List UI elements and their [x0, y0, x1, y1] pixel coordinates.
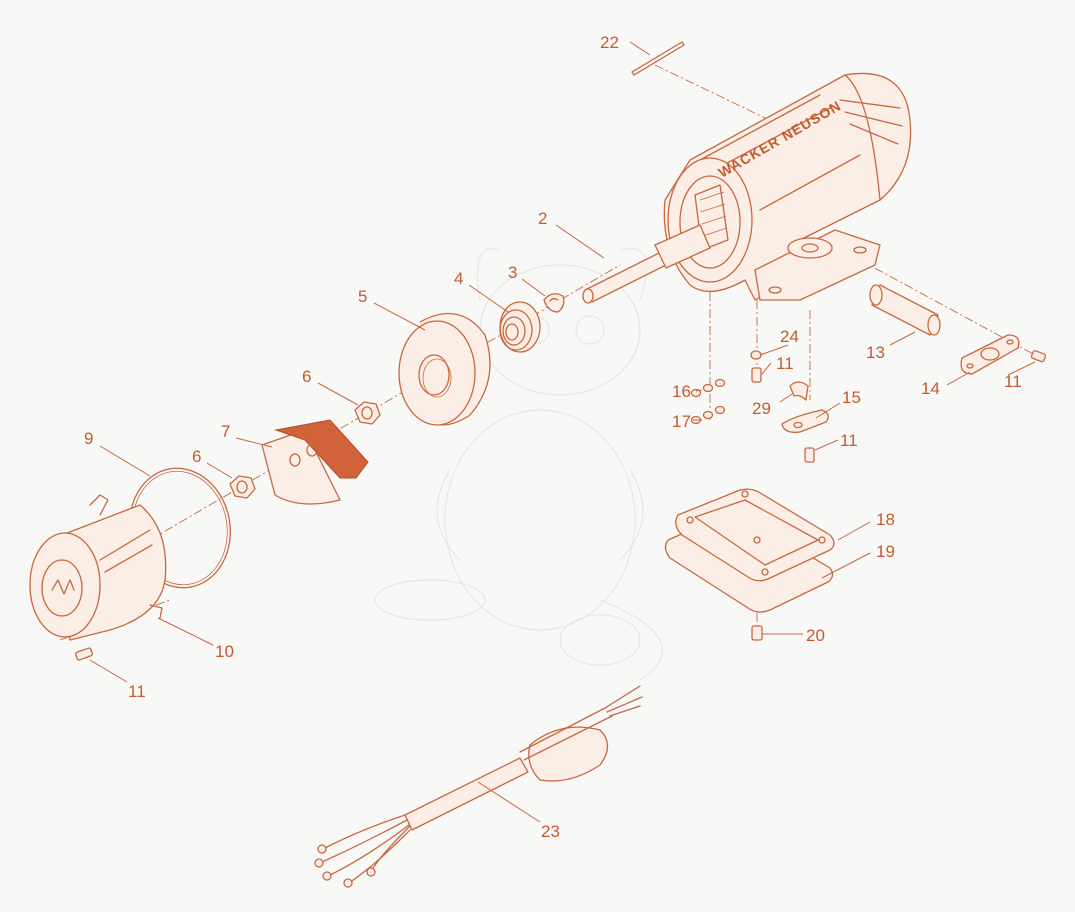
part-6-nut-lower — [229, 475, 256, 499]
callout-7: 7 — [221, 422, 230, 441]
part-17-washers — [690, 405, 726, 425]
part-4-bearing — [499, 301, 541, 353]
callout-2: 2 — [538, 209, 547, 228]
part-14-flange — [960, 334, 1020, 375]
callout-labels: 22 2 3 4 5 6 6 7 9 10 11 11 11 11 13 14 … — [84, 33, 1022, 841]
part-18-gasket — [675, 488, 835, 582]
callout-19: 19 — [876, 542, 895, 561]
callout-11-foot: 11 — [776, 354, 794, 373]
part-23-cable — [314, 685, 643, 888]
callout-11-flange: 11 — [1004, 372, 1022, 391]
callout-9: 9 — [84, 429, 93, 448]
dragon-watermark — [374, 248, 664, 681]
callout-22: 22 — [600, 33, 619, 52]
part-15-clamp — [781, 409, 829, 433]
part-24-washer — [750, 350, 762, 360]
part-2-rotor-shaft — [582, 224, 711, 304]
callout-29: 29 — [752, 399, 771, 418]
part-7-weight — [261, 419, 369, 505]
callout-13: 13 — [866, 343, 885, 362]
callout-23: 23 — [541, 822, 560, 841]
callout-6-lower: 6 — [192, 447, 201, 466]
part-6-nut-upper — [354, 401, 381, 425]
part-5-disc — [398, 312, 491, 426]
part-11-screw-foot — [751, 367, 762, 383]
part-11-screw-flange — [1030, 350, 1047, 363]
motor-housing: WACKER NEUSON — [663, 72, 912, 301]
part-3-key — [543, 293, 565, 313]
part-11-screw-cap — [75, 647, 93, 661]
callout-15: 15 — [842, 388, 861, 407]
callout-24: 24 — [780, 327, 799, 346]
callout-3: 3 — [508, 263, 517, 282]
callout-16: 16 — [672, 382, 691, 401]
callout-11-clamp: 11 — [840, 431, 858, 450]
part-20-screw — [751, 625, 763, 641]
part-11-screw-clamp — [804, 447, 815, 463]
part-22-shim — [631, 41, 685, 76]
callout-10: 10 — [215, 642, 234, 661]
callout-20: 20 — [806, 626, 825, 645]
callout-4: 4 — [454, 269, 463, 288]
callout-5: 5 — [358, 287, 367, 306]
part-13-sleeve — [869, 284, 941, 336]
callout-6-upper: 6 — [302, 367, 311, 386]
leader-lines — [89, 41, 1036, 823]
callout-14: 14 — [921, 379, 940, 398]
callout-11-cap: 11 — [128, 682, 146, 701]
callout-17: 17 — [672, 412, 691, 431]
part-10-end-cap — [29, 494, 167, 641]
part-16-washers — [690, 378, 726, 398]
part-29-grommet — [789, 381, 809, 401]
callout-18: 18 — [876, 510, 895, 529]
